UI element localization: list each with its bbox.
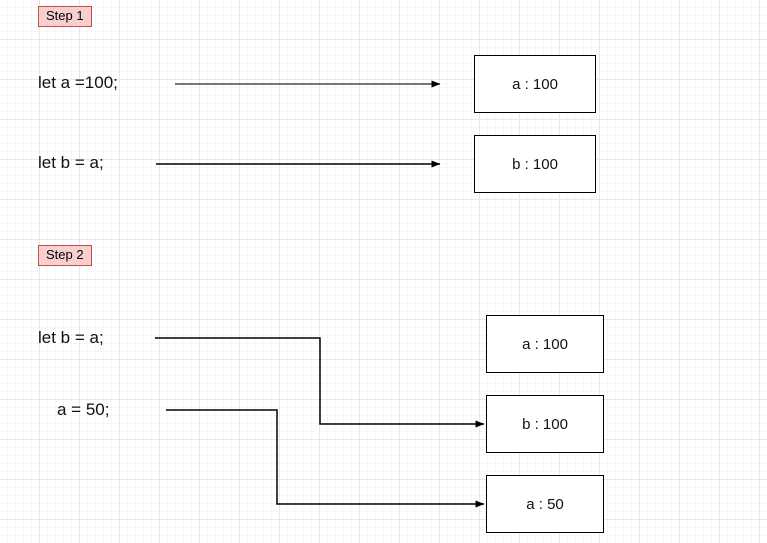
step-1-var-box-a: a : 100 <box>474 55 596 113</box>
step-1-var-box-b: b : 100 <box>474 135 596 193</box>
connector-step2-a <box>166 409 485 508</box>
step-2-statement-1: let b = a; <box>38 328 104 347</box>
step-2-var-box-b-100: b : 100 <box>486 395 604 453</box>
step-1-statement-2: let b = a; <box>38 153 104 172</box>
step-2-var-box-a-100: a : 100 <box>486 315 604 373</box>
step-2-statement-2: a = 50; <box>57 400 110 419</box>
connector-step2-b <box>155 337 485 428</box>
step-2-badge: Step 2 <box>38 245 92 266</box>
step-2-var-box-a-50: a : 50 <box>486 475 604 533</box>
step-1-badge: Step 1 <box>38 6 92 27</box>
step-1-statement-1: let a =100; <box>38 73 118 92</box>
